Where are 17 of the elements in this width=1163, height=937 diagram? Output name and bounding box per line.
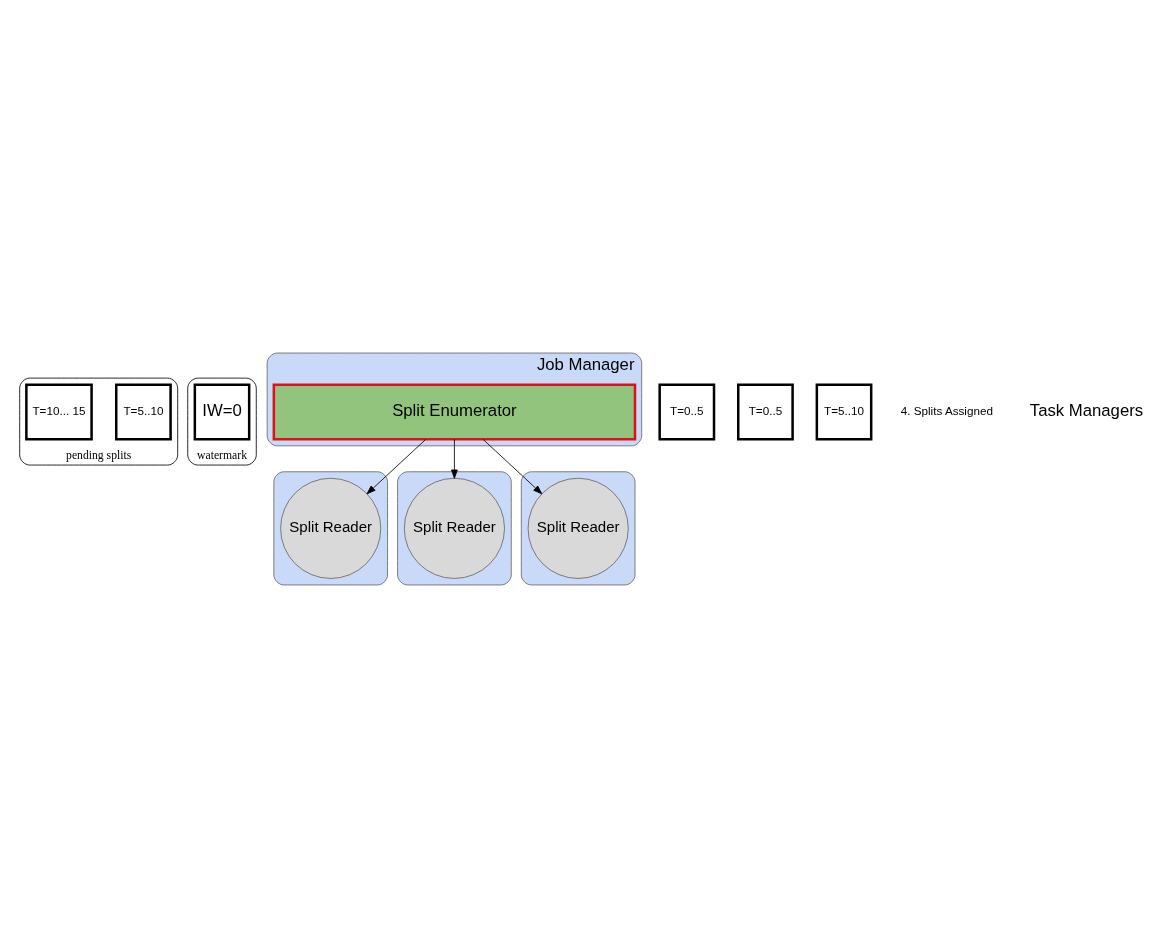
label: 4. Splits Assigned bbox=[900, 403, 993, 417]
node-box: T=0..5 bbox=[737, 383, 794, 440]
node-box: T=5..10 bbox=[115, 383, 172, 440]
label: Task Managers bbox=[1029, 400, 1144, 420]
node-circle: Split Reader bbox=[403, 477, 505, 579]
node-box: T=10... 15 bbox=[25, 383, 93, 440]
node-circle: Split Reader bbox=[527, 477, 629, 579]
node-box: T=0..5 bbox=[658, 383, 716, 440]
cluster bbox=[273, 470, 388, 585]
arrow bbox=[482, 438, 543, 494]
node-box: T=5..10 bbox=[815, 383, 873, 440]
arrow bbox=[451, 438, 458, 479]
node-circle: Split Reader bbox=[280, 477, 382, 579]
node-box: Split Enumerator bbox=[272, 383, 637, 440]
arrow bbox=[366, 438, 427, 494]
node-box: IW=0 bbox=[193, 383, 251, 440]
cluster bbox=[520, 470, 636, 585]
